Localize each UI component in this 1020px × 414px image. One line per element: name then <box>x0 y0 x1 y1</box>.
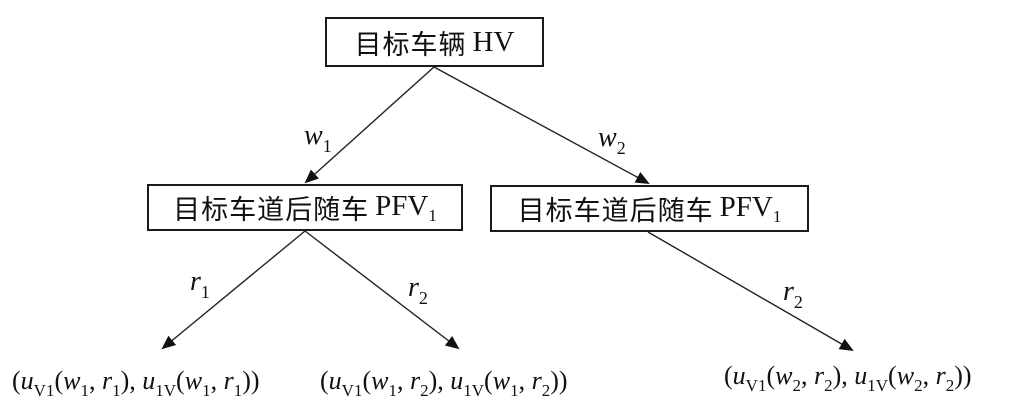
node-root-latin: HV <box>472 25 515 58</box>
edge-label-r2-left: r2 <box>408 272 428 308</box>
node-right-latin: PFV1 <box>719 190 782 226</box>
node-left-cjk: 目标车道后随车 <box>173 195 370 226</box>
edge-root-right <box>433 66 650 184</box>
node-root-cjk: 目标车辆 <box>354 29 467 61</box>
edge-label-r1: r1 <box>190 266 210 302</box>
edge-label-w1: w1 <box>304 120 332 156</box>
edge-root-left <box>304 66 435 184</box>
leaf-outcome-2: (uV1(w1, r2), u1V(w1, r2)) <box>320 366 568 400</box>
node-left-latin: PFV1 <box>375 189 437 225</box>
leaf-outcome-1: (uV1(w1, r1), u1V(w1, r1)) <box>12 366 260 400</box>
edge-label-w2: w2 <box>598 122 626 158</box>
edge-left-leaf1 <box>161 230 306 350</box>
edge-label-r2-right: r2 <box>783 276 803 312</box>
node-right-cjk: 目标车道后随车 <box>517 196 714 227</box>
edge-right-leaf3 <box>647 231 854 352</box>
leaf-outcome-3: (uV1(w2, r2), u1V(w2, r2)) <box>724 361 972 395</box>
edge-left-leaf2 <box>304 230 460 350</box>
